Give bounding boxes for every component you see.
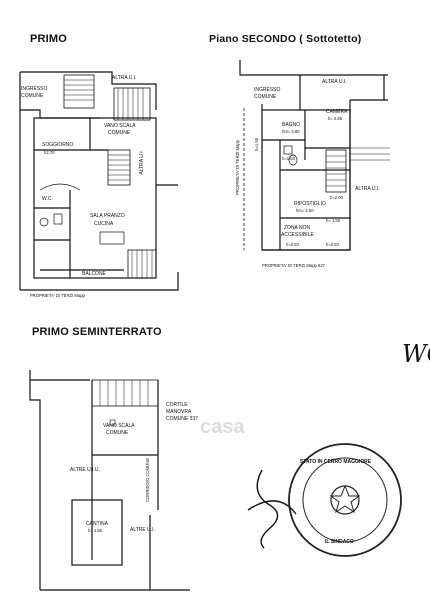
secondo-bagno: BAGNO xyxy=(282,122,301,128)
sem-cantina-h: h= 2.85 xyxy=(88,528,103,533)
secondo-ripostiglio: RIPOSTIGLIO xyxy=(294,201,326,207)
secondo-h150b: h= 1.50 xyxy=(326,218,341,223)
secondo-h150: h=1.50 xyxy=(282,156,295,161)
secondo-bagno-h: hm= 2.60 xyxy=(282,129,300,134)
sem-cortile1: CORTILE xyxy=(166,402,188,408)
secondo-h200: h=2.00 xyxy=(330,195,343,200)
signature-scribble xyxy=(247,469,297,549)
secondo-ingresso: INGRESSO xyxy=(254,87,281,93)
secondo-h053: h=0.53 xyxy=(286,242,299,247)
primo-balcone: BALCONE xyxy=(82,271,106,277)
handwriting-wc: WC xyxy=(402,340,430,368)
secondo-altra-side: ALTRA U.I. xyxy=(355,186,380,192)
primo-cucina: CUCINA xyxy=(94,221,114,227)
stamp-text-top: STATO IN CERRO MAGGIORE xyxy=(300,459,372,465)
secondo-camera: CAMERA xyxy=(326,109,348,115)
primo-proprieta: PROPRIETA' DI TERZI Mapp xyxy=(30,293,85,298)
secondo-comune: COMUNE xyxy=(254,94,277,100)
primo-altra-top: ALTRA U.I. xyxy=(112,75,137,81)
sem-cortile3: COMUNE 337 xyxy=(166,416,198,422)
sem-altre2: ALTRE U.I. xyxy=(130,527,155,533)
primo-wc: W.C. xyxy=(42,196,53,202)
secondo-zona1: ZONA NON xyxy=(284,225,311,231)
primo-soggiorno-h: h2.70 xyxy=(44,150,55,155)
seminterrato-title: PRIMO SEMINTERRATO xyxy=(32,326,162,338)
sem-cortile2: MANOVRA xyxy=(166,409,192,415)
primo-vano-scala-comune: COMUNE xyxy=(108,130,131,136)
sem-vano-scala: VANO SCALA xyxy=(103,423,135,429)
primo-title: PRIMO xyxy=(30,33,68,45)
secondo-camera-h: h= 2.85 xyxy=(328,116,343,121)
secondo-title: Piano SECONDO ( Sottotetto) xyxy=(209,33,362,45)
secondo-altra-top: ALTRA U.I. xyxy=(322,79,347,85)
sem-corridoio: CORRIDOIO COMUNE xyxy=(145,458,150,502)
primo-soggiorno: SOGGIORNO xyxy=(42,142,74,148)
watermark: casa xyxy=(200,416,245,438)
sem-cantina: CANTINA xyxy=(86,521,108,527)
primo-ingresso: INGRESSO xyxy=(21,86,48,92)
sem-comune: COMUNE xyxy=(106,430,129,436)
secondo-proprieta-bottom: PROPRIETA' DI TERZI Mapp 627 xyxy=(262,263,326,268)
secondo-zona2: ACCESSIBILE xyxy=(281,232,314,238)
municipal-stamp xyxy=(288,443,402,557)
secondo-ripostiglio-h: hm= 2.50 xyxy=(296,208,314,213)
sem-altre: ALTRE U.I.U. xyxy=(70,467,100,473)
primo-vano-scala: VANO SCALA xyxy=(104,123,136,129)
secondo-h053b: h=0.53 xyxy=(326,242,339,247)
stamp-text-bottom: IL SINDACO xyxy=(325,539,354,545)
primo-comune: COMUNE xyxy=(21,93,44,99)
primo-sala: SALA PRANZO xyxy=(90,213,125,219)
